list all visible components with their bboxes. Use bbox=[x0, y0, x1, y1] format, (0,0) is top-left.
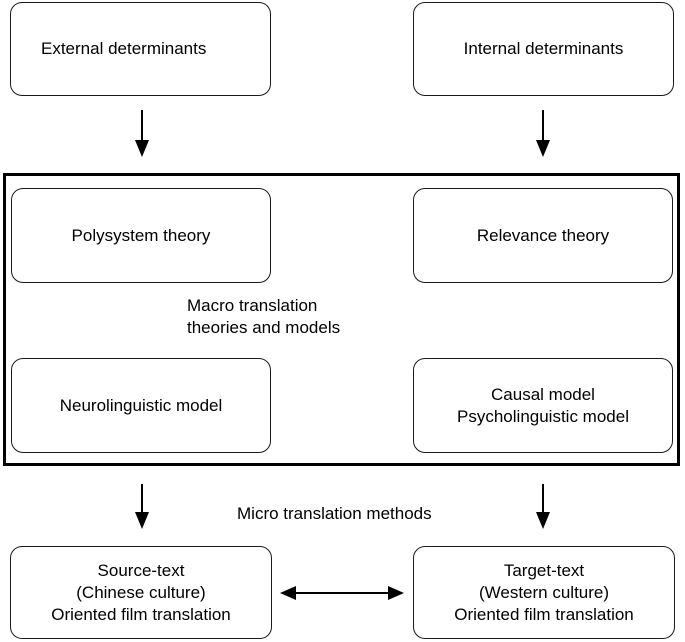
external-determinants-label: External determinants bbox=[41, 39, 207, 58]
source-text-line2: (Chinese culture) bbox=[76, 582, 206, 602]
double-arrow-source-target bbox=[280, 586, 404, 600]
relevance-theory-label: Relevance theory bbox=[476, 225, 610, 245]
internal-determinants-box: Internal determinants bbox=[413, 2, 674, 96]
macro-label-line2: theories and models bbox=[187, 318, 341, 337]
causal-model-line1: Causal model bbox=[491, 384, 595, 404]
polysystem-theory-label: Polysystem theory bbox=[71, 225, 211, 245]
external-determinants-box: External determinants bbox=[10, 2, 271, 96]
neurolinguistic-model-label: Neurolinguistic model bbox=[59, 395, 223, 415]
polysystem-theory-box: Polysystem theory bbox=[11, 188, 271, 283]
causal-model-box: Causal model Psycholinguistic model bbox=[413, 358, 673, 453]
macro-label: Macro translation theories and models bbox=[187, 295, 340, 339]
arrow-macro-to-target bbox=[536, 484, 550, 529]
arrow-external-to-macro bbox=[135, 110, 149, 157]
internal-determinants-label: Internal determinants bbox=[463, 39, 624, 58]
macro-label-line1: Macro translation bbox=[187, 296, 318, 315]
source-text-line3: Oriented film translation bbox=[51, 604, 231, 624]
source-text-box: Source-text (Chinese culture) Oriented f… bbox=[10, 546, 272, 639]
target-text-line3: Oriented film translation bbox=[454, 604, 634, 624]
relevance-theory-box: Relevance theory bbox=[413, 188, 673, 283]
macro-frame bbox=[3, 173, 680, 466]
target-text-line1: Target-text bbox=[503, 560, 585, 580]
neurolinguistic-model-box: Neurolinguistic model bbox=[11, 358, 271, 453]
target-text-line2: (Western culture) bbox=[478, 582, 610, 602]
causal-model-line2: Psycholinguistic model bbox=[457, 406, 629, 426]
target-text-box: Target-text (Western culture) Oriented f… bbox=[413, 546, 675, 639]
source-text-line1: Source-text bbox=[97, 560, 185, 580]
micro-label: Micro translation methods bbox=[237, 504, 432, 523]
arrow-internal-to-macro bbox=[536, 110, 550, 157]
arrow-macro-to-source bbox=[135, 484, 149, 529]
